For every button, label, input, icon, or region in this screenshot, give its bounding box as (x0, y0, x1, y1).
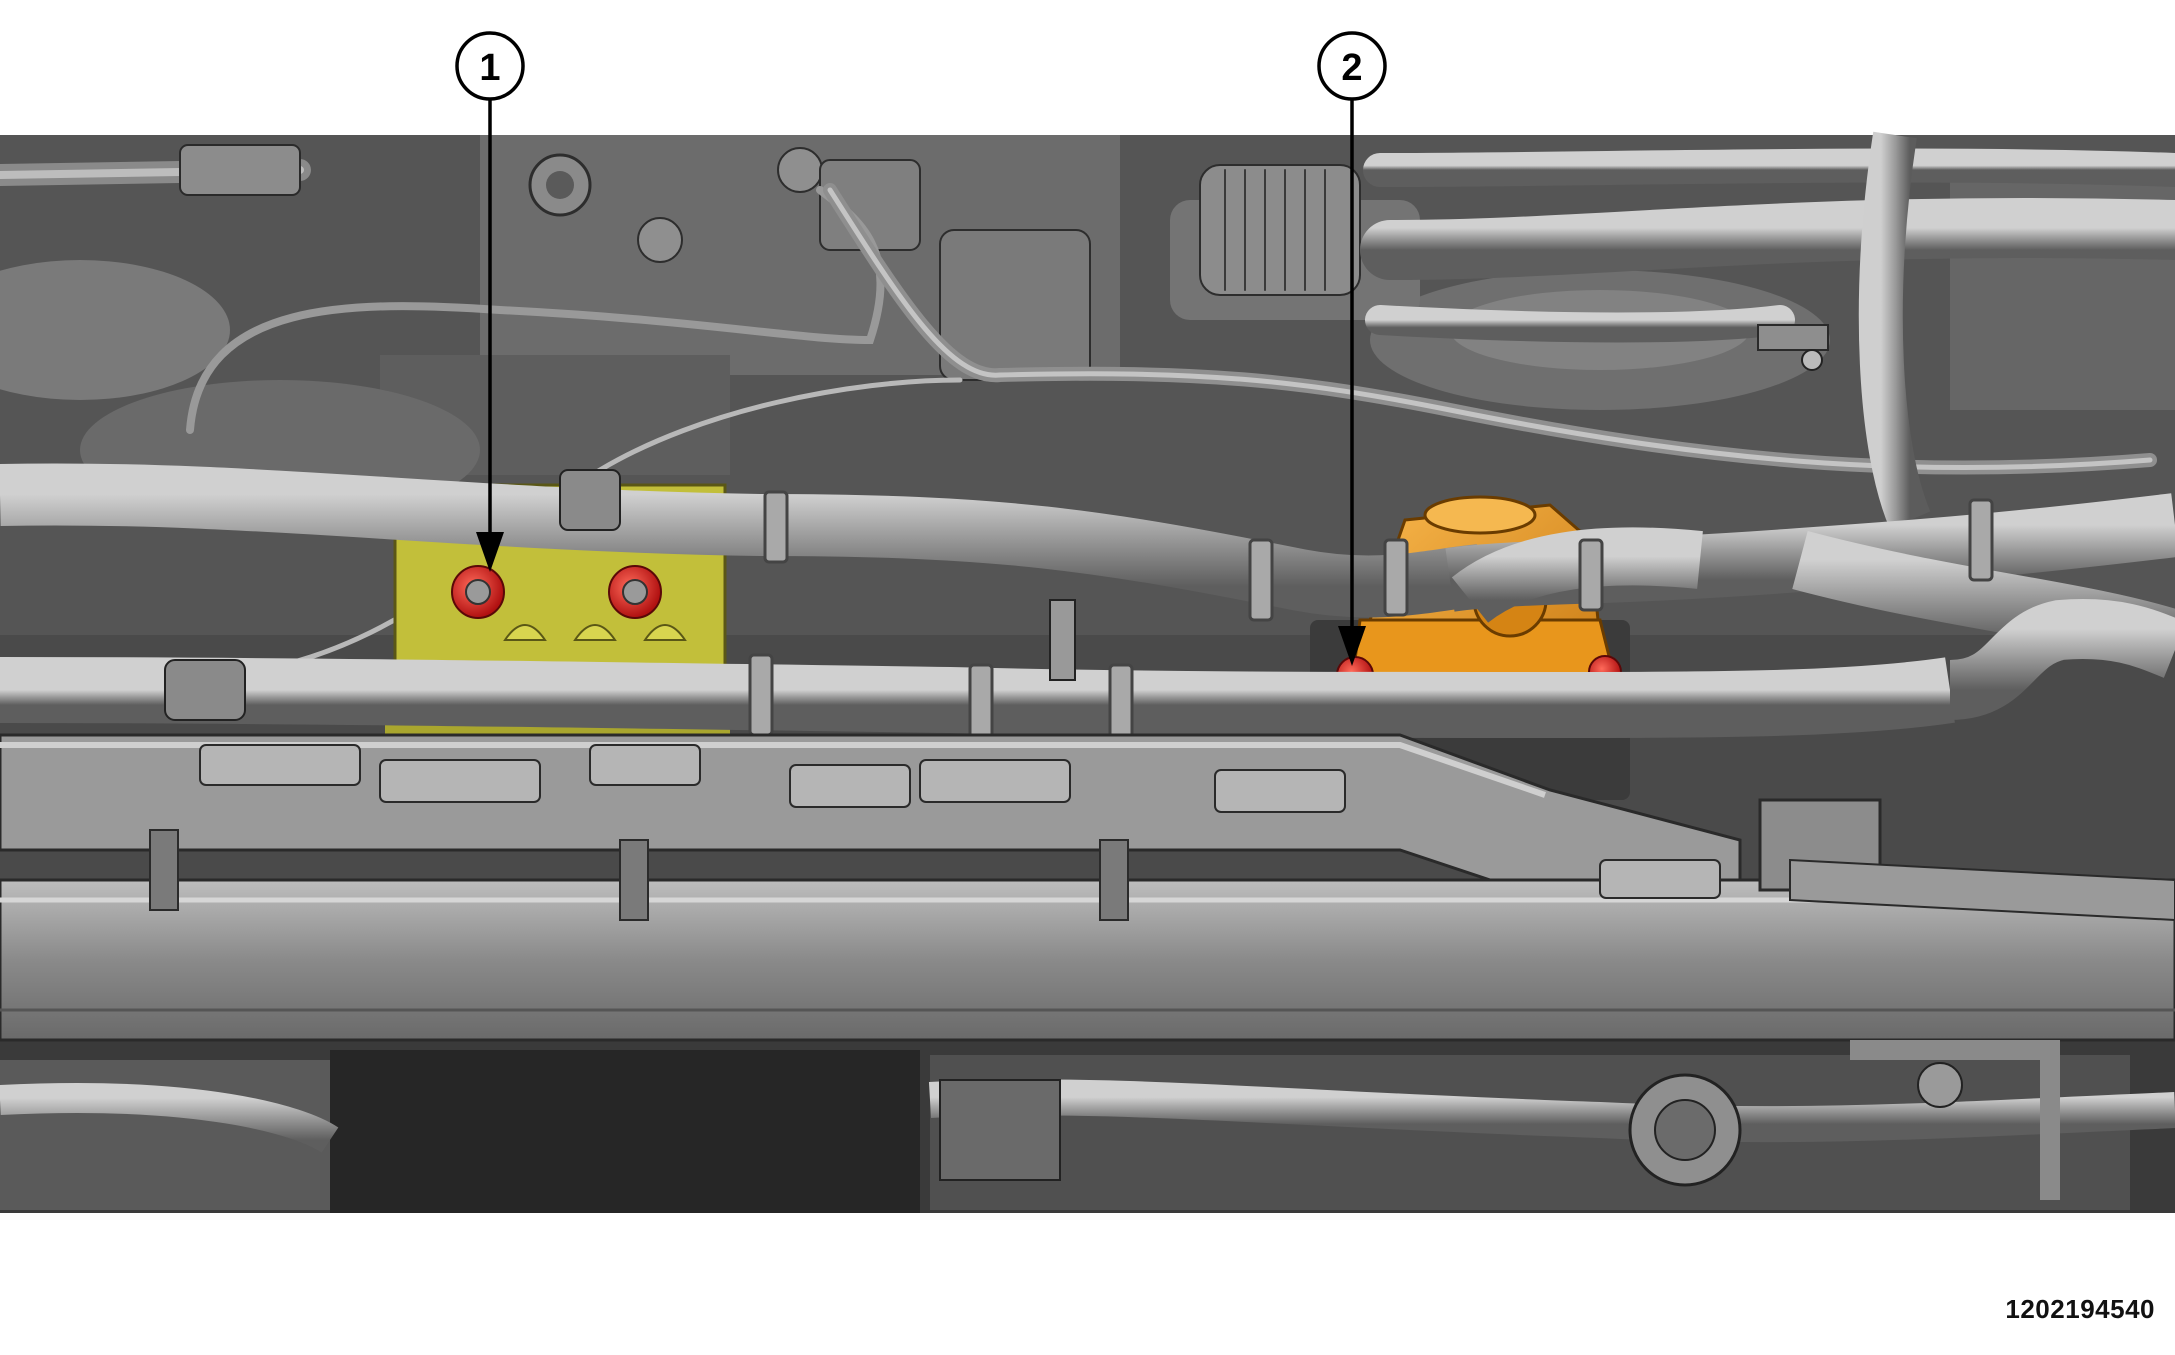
callout-1-label: 1 (479, 47, 500, 89)
lower-components (0, 1040, 2175, 1200)
cross-member (0, 733, 2175, 1042)
callout-2: 2 (1317, 31, 1387, 666)
coolant-hoses (0, 463, 2175, 742)
callout-1: 1 (455, 31, 525, 572)
upper-components (0, 144, 2175, 673)
figure-id: 1202194540 (2005, 1294, 2155, 1324)
callout-2-label: 2 (1341, 47, 1362, 89)
bracket-bolt-left (451, 565, 505, 619)
callout-2-circle (1317, 31, 1387, 101)
bracket-bolt-right (608, 565, 662, 619)
callout-1-circle (455, 31, 525, 101)
